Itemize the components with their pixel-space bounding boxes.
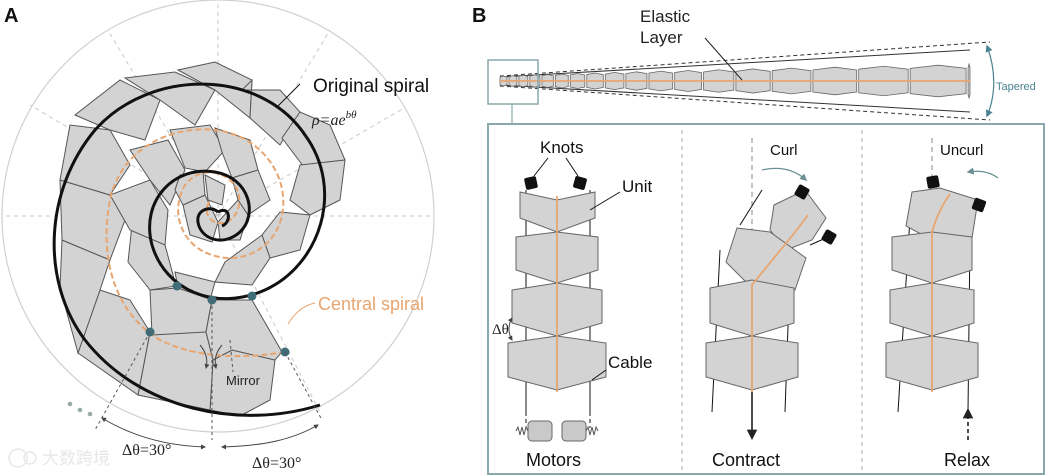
original-spiral-label: Original spiral (313, 76, 429, 97)
uncurl-knot-2 (971, 197, 987, 213)
knot-left (524, 176, 538, 190)
original-spiral-curve (52, 82, 327, 417)
unit-label: Unit (622, 177, 653, 196)
uncurl-label: Uncurl (940, 142, 983, 159)
central-spiral-label: Central spiral (318, 294, 424, 314)
curl-knot-1 (794, 184, 810, 200)
cable-label: Cable (608, 353, 652, 372)
subpanel-curl: Curl Contract (705, 138, 837, 470)
knot-right (573, 176, 587, 190)
mirror-lines (94, 300, 323, 440)
elastic-label-line1: Elastic (640, 7, 691, 26)
ellipsis-dots (67, 401, 93, 417)
motor-right (561, 420, 587, 442)
tapered-label: Tapered (996, 81, 1036, 93)
delta-theta-2: Δθ=30° (252, 455, 301, 472)
watermark: 大数跨境 (8, 448, 110, 468)
uncurl-knot-1 (926, 175, 940, 189)
panel-a: A (1, 0, 435, 472)
motors (515, 420, 599, 442)
subpanel-straight: Knots Unit Δθ Cable Motors (492, 138, 653, 470)
uncurl-arrow (966, 167, 999, 179)
detail-frame (487, 123, 1045, 475)
delta-theta-arc-1 (101, 417, 206, 450)
watermark-text: 大数跨境 (42, 449, 110, 468)
delta-theta-1: Δθ=30° (122, 442, 171, 459)
curl-label: Curl (770, 142, 798, 159)
panel-a-label: A (4, 5, 18, 27)
contract-label: Contract (712, 450, 780, 470)
tapered-strip (499, 41, 991, 121)
original-spiral-leader (275, 83, 301, 109)
motor-left (527, 420, 553, 442)
panel-b: B Elastic Layer Tapered (472, 5, 1045, 475)
equation: ρ=aebθ (311, 109, 357, 129)
mirror-arrow-left (199, 344, 210, 369)
central-spiral-leader (287, 302, 316, 325)
outer-circle (1, 0, 435, 433)
original-spiral-inner (217, 208, 230, 228)
knots-label: Knots (540, 138, 583, 157)
panel-b-label: B (472, 5, 486, 27)
zoom-box (487, 59, 539, 105)
tapered-arrow (985, 44, 995, 118)
relax-label: Relax (944, 450, 990, 470)
subpanel-uncurl: Uncurl Relax (885, 138, 999, 470)
central-spiral-curve (105, 128, 286, 358)
mirror-label: Mirror (226, 373, 261, 388)
delta-theta-arc-2 (221, 424, 319, 450)
motors-label: Motors (526, 450, 581, 470)
spiral-units (59, 61, 346, 417)
curl-knot-2 (821, 229, 837, 245)
elastic-label-line2: Layer (640, 28, 683, 47)
delta-theta-label: Δθ (492, 322, 509, 338)
curl-arrow (761, 167, 808, 181)
elastic-leader (704, 37, 743, 81)
mirror-arrow-right (212, 344, 223, 369)
